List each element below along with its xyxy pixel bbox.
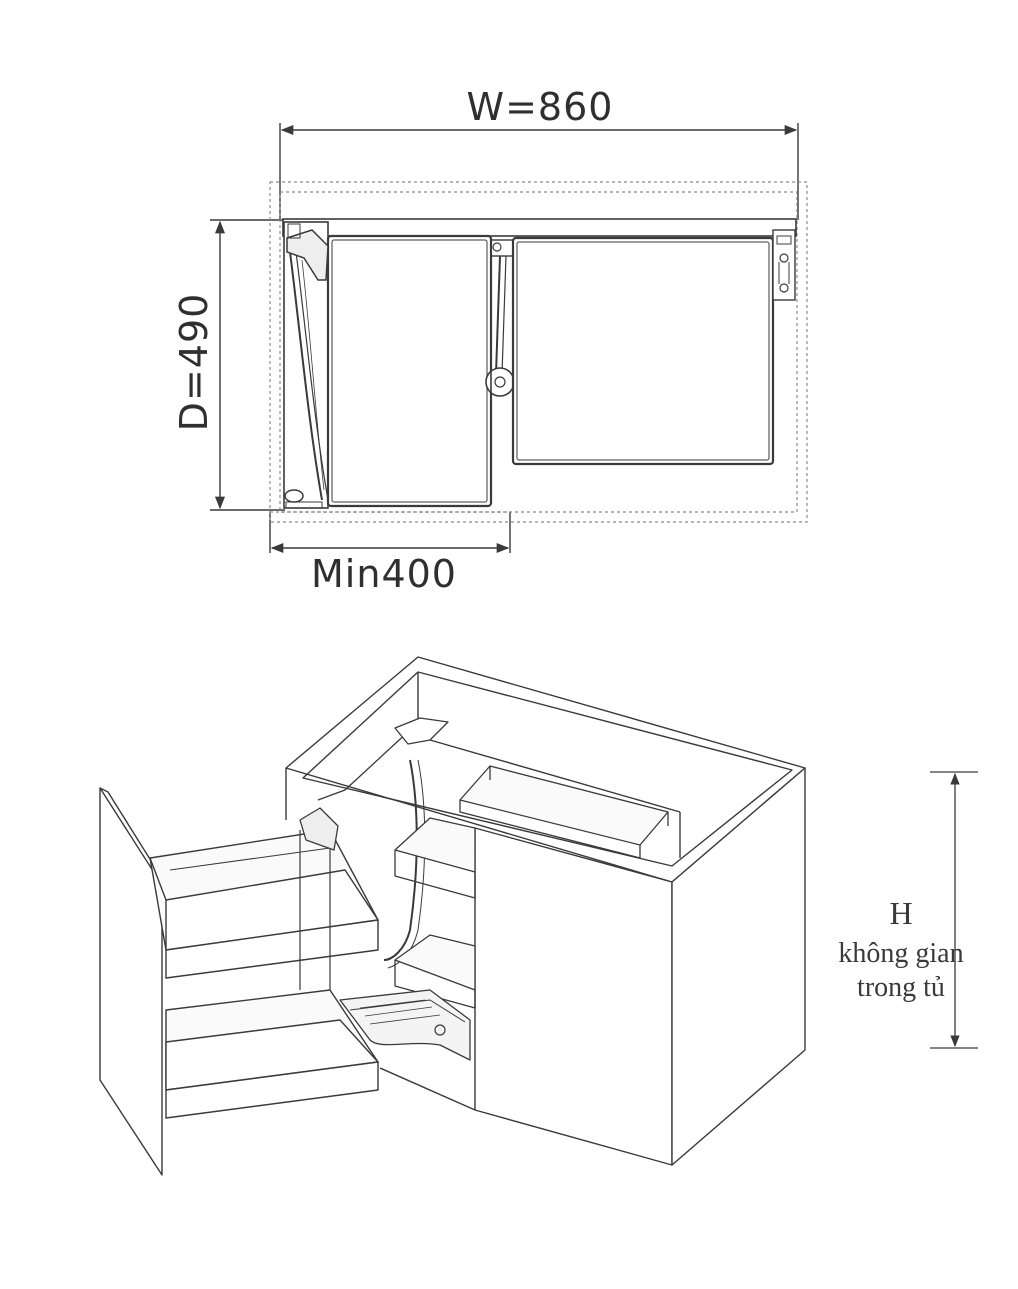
depth-dimension (210, 219, 285, 511)
min-dimension (269, 512, 511, 554)
space-label-line2: trong tủ (857, 972, 945, 1003)
width-label: W=860 (467, 85, 614, 129)
height-dimension (930, 771, 978, 1049)
min-label: Min400 (311, 552, 457, 596)
cabinet-outline-dashed (269, 181, 808, 523)
inner-middle-basket (394, 817, 476, 1009)
width-dimension (279, 123, 799, 220)
bottom-swing-tray (339, 989, 471, 1061)
cabinet-shell (285, 656, 806, 1166)
top-rail (282, 218, 797, 237)
depth-label: D=490 (172, 293, 216, 432)
pivot-linkage (485, 238, 515, 504)
inner-upper-basket (459, 765, 669, 859)
top-view: W=860 D=490 Min400 (172, 85, 808, 596)
space-label-line1: không gian (838, 938, 963, 969)
left-door (99, 787, 169, 1176)
right-basket (511, 229, 796, 466)
lower-left-shelf (165, 989, 379, 1119)
perspective-view (99, 656, 978, 1176)
pivot-mechanism (299, 717, 449, 969)
left-basket (283, 221, 493, 509)
height-label: H (889, 895, 912, 931)
upper-left-shelf (149, 829, 379, 1000)
